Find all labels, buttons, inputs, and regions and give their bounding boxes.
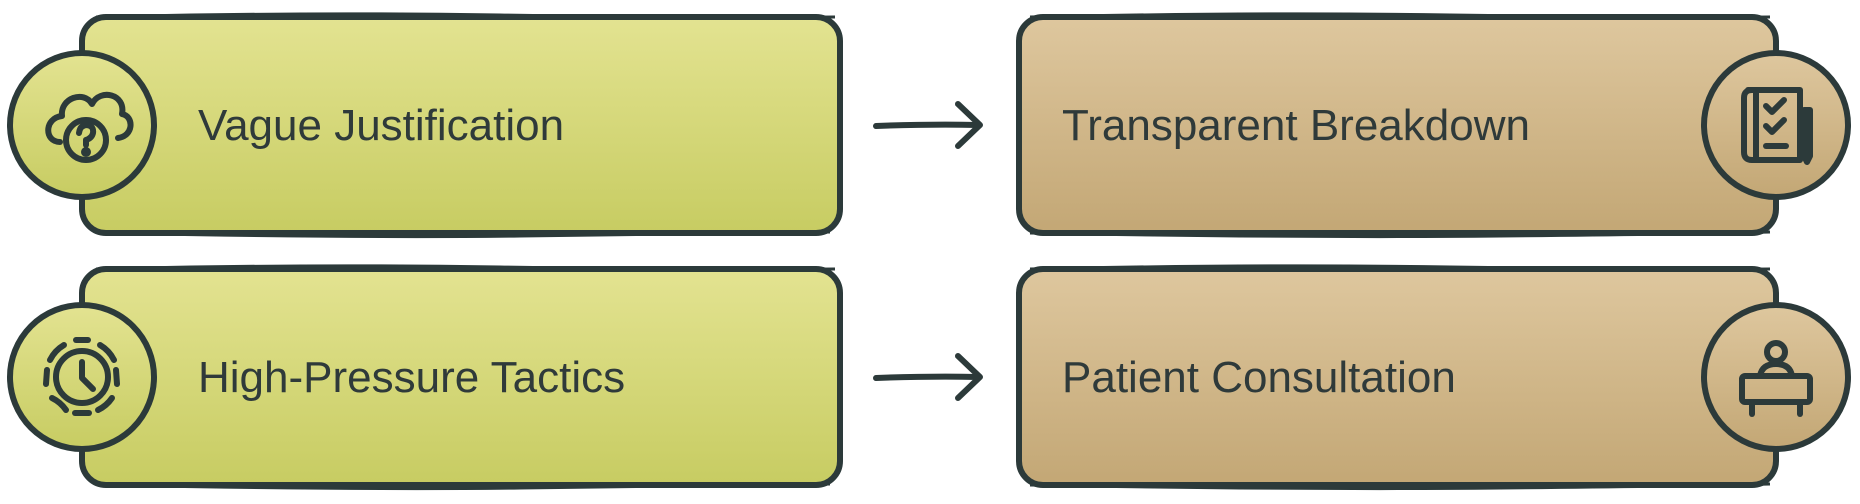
problem-box-1: Vague Justification <box>7 12 843 239</box>
problem-label-2: High-Pressure Tactics <box>198 353 625 402</box>
solution-label-1: Transparent Breakdown <box>1062 101 1530 150</box>
person-at-desk-icon <box>1739 340 1813 417</box>
document-checklist-icon <box>1741 87 1813 165</box>
arrow-2 <box>873 353 983 401</box>
problem-label-1: Vague Justification <box>198 101 564 150</box>
problem-box-2: High-Pressure Tactics <box>7 264 843 491</box>
solution-label-2: Patient Consultation <box>1062 353 1456 402</box>
solution-box-1: Transparent Breakdown <box>1016 12 1851 239</box>
alarm-clock-icon <box>43 337 120 416</box>
cloud-question-icon <box>45 92 134 163</box>
row-2: High-Pressure Tactics Patient Consultati… <box>7 264 1851 491</box>
solution-box-2: Patient Consultation <box>1016 264 1851 491</box>
row-1: Vague Justification Transparent Breakdow… <box>7 12 1851 239</box>
arrow-1 <box>873 101 983 149</box>
